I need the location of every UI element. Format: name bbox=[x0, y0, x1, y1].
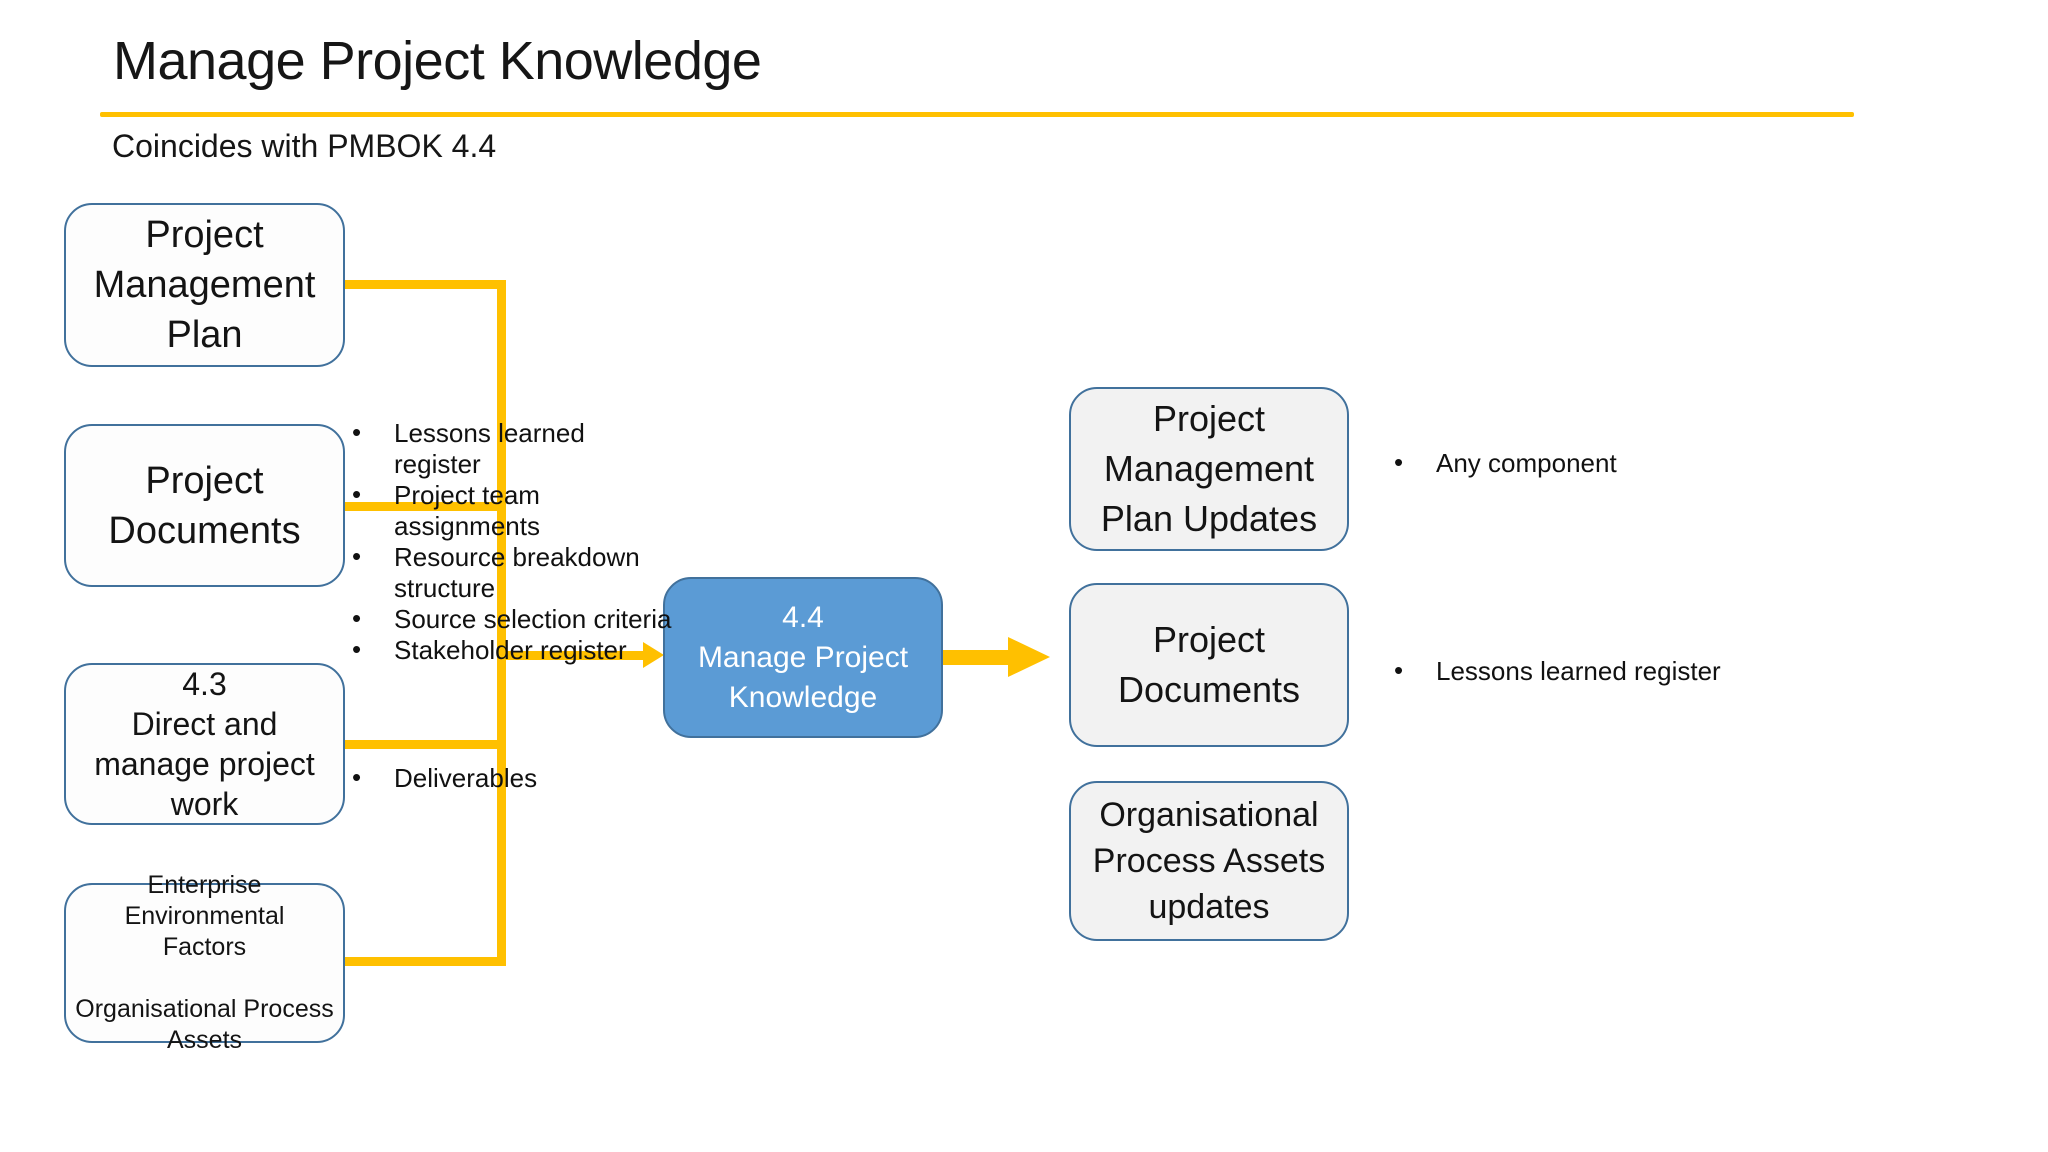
connector-eef-branch bbox=[344, 957, 506, 966]
process-box-manage-project-knowledge: 4.4 Manage Project Knowledge bbox=[663, 577, 943, 738]
page-subtitle: Coincides with PMBOK 4.4 bbox=[112, 128, 497, 164]
list-item: Any component bbox=[1388, 447, 1808, 479]
connector-pmp-branch bbox=[344, 280, 506, 289]
output-box-project-documents: Project Documents bbox=[1069, 583, 1349, 747]
box-label: 4.3 Direct and manage project work bbox=[94, 666, 315, 822]
project-documents-output-bullet-list: Lessons learned register bbox=[1388, 655, 1848, 687]
box-label: Project Management Plan Updates bbox=[1100, 398, 1318, 539]
list-item: Stakeholder register bbox=[346, 634, 676, 666]
list-item: Deliverables bbox=[346, 762, 676, 794]
output-arrow-head bbox=[1008, 637, 1050, 677]
box-label: Organisational Process Assets updates bbox=[1092, 796, 1326, 926]
input-box-project-management-plan: Project Management Plan bbox=[64, 203, 345, 367]
input-box-project-documents: Project Documents bbox=[64, 424, 345, 587]
input-box-direct-and-manage-project-work: 4.3 Direct and manage project work bbox=[64, 663, 345, 825]
input-box-eef-opa: Enterprise Environmental Factors Organis… bbox=[64, 871, 345, 1054]
box-label: Enterprise Environmental Factors Organis… bbox=[75, 871, 334, 1054]
deliverables-bullet-list: Deliverables bbox=[346, 762, 676, 794]
output-box-opa-updates: Organisational Process Assets updates bbox=[1069, 781, 1349, 941]
output-box-pmp-updates: Project Management Plan Updates bbox=[1069, 387, 1349, 551]
box-label: Project Documents bbox=[1117, 619, 1301, 710]
title-underline bbox=[100, 112, 1854, 117]
output-arrow-shaft bbox=[942, 650, 1009, 665]
list-item: Lessons learned register bbox=[346, 417, 676, 480]
project-documents-bullet-list: Lessons learned register Project team as… bbox=[346, 417, 676, 666]
box-label: Project Documents bbox=[108, 459, 301, 552]
list-item: Project team assignments bbox=[346, 479, 676, 542]
connector-43-branch bbox=[344, 740, 506, 749]
list-item: Source selection criteria bbox=[346, 603, 676, 635]
page-title: Manage Project Knowledge bbox=[113, 31, 762, 91]
list-item: Lessons learned register bbox=[1388, 655, 1848, 687]
box-label: Project Management Plan bbox=[93, 214, 316, 356]
list-item: Resource breakdown structure bbox=[346, 541, 676, 604]
pmp-updates-bullet-list: Any component bbox=[1388, 447, 1808, 479]
box-label: 4.4 Manage Project Knowledge bbox=[697, 600, 909, 714]
